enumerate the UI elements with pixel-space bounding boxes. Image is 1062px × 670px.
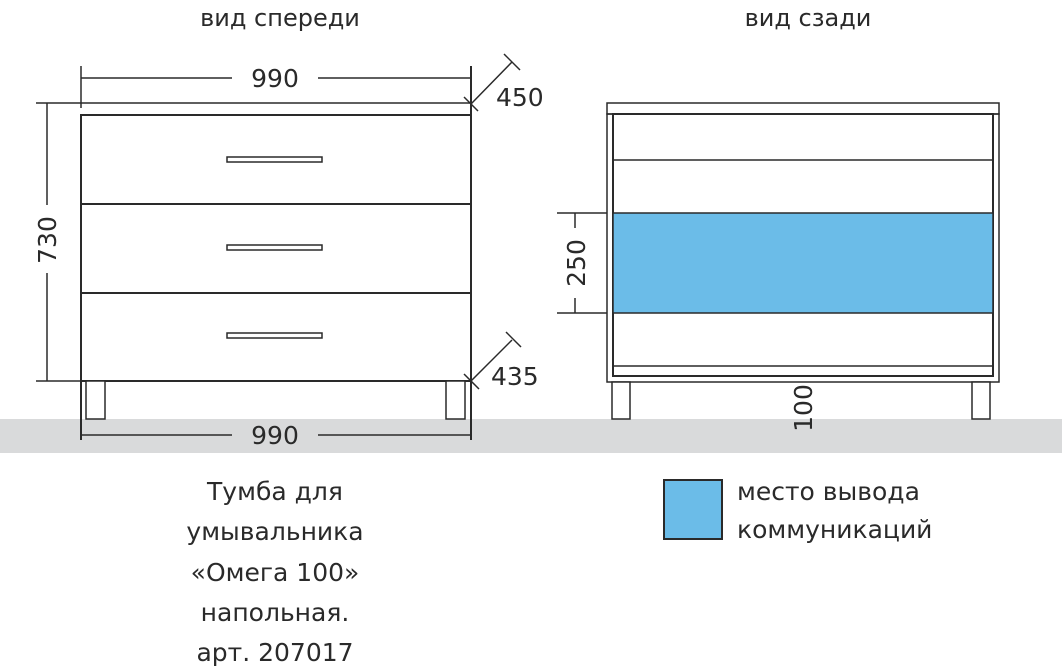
- front-view-title: вид спереди: [200, 4, 360, 32]
- caption-line-2: умывальника: [186, 517, 363, 546]
- back-view: вид сзади 250 100: [557, 4, 1000, 432]
- dim-depth-top: 450: [496, 83, 544, 112]
- front-leg-left: [85, 380, 106, 420]
- legend-swatch: [663, 479, 723, 540]
- legend-line-2: коммуникаций: [737, 515, 932, 544]
- drawer-handle-1: [226, 156, 323, 163]
- dim-leg-height: 100: [789, 384, 818, 432]
- drawer-handle-3: [226, 332, 323, 339]
- drawer-handle-2: [226, 244, 323, 251]
- caption-line-1: Тумба для: [206, 477, 343, 506]
- dim-outlet-height: 250: [562, 239, 591, 287]
- dim-height: 730: [33, 216, 62, 264]
- legend: место вывода коммуникаций: [663, 477, 932, 544]
- back-leg-left: [611, 381, 631, 420]
- dim-width-bottom: 990: [251, 421, 299, 450]
- caption-line-4: напольная.: [201, 598, 350, 627]
- front-view: вид спереди 990 450 730: [33, 4, 544, 450]
- caption-line-3: «Омега 100»: [191, 558, 360, 587]
- front-leg-right: [445, 380, 466, 420]
- product-caption: Тумба для умывальника «Омега 100» наполь…: [186, 477, 363, 667]
- outlet-zone: [612, 212, 994, 314]
- floor-band: [0, 419, 1062, 453]
- dim-depth-bottom: 435: [491, 362, 539, 391]
- dim-width-top: 990: [251, 64, 299, 93]
- legend-line-1: место вывода: [737, 477, 920, 506]
- caption-line-5: арт. 207017: [196, 638, 353, 667]
- back-view-title: вид сзади: [745, 4, 872, 32]
- back-leg-right: [971, 381, 991, 420]
